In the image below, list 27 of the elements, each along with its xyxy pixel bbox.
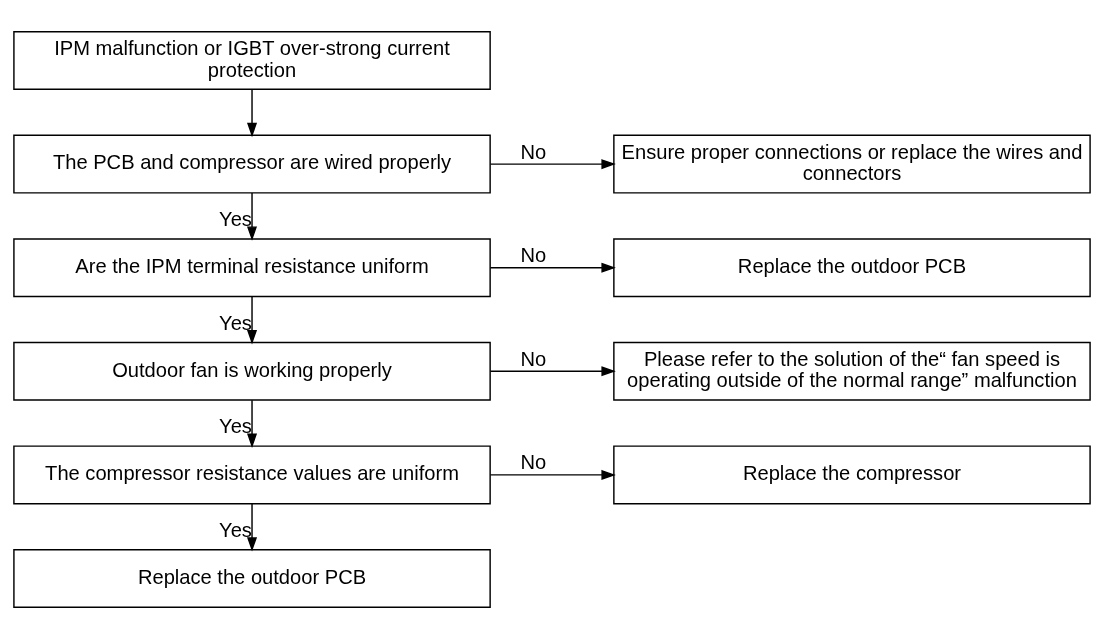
node-box: The PCB and compressor are wired properly: [13, 134, 491, 194]
node-box: Are the IPM terminal resistance uniform: [13, 238, 491, 298]
node-box: Replace the outdoor PCB: [613, 238, 1091, 298]
arrow: [489, 469, 616, 480]
arrow: [489, 366, 616, 377]
node-box: Replace the compressor: [613, 445, 1091, 505]
node-box: Outdoor fan is working properly: [13, 341, 491, 401]
edge-label: No: [520, 347, 547, 370]
arrow: [489, 159, 616, 170]
arrow: [247, 399, 258, 448]
edge-label: Yes: [219, 415, 252, 438]
node-box: Replace the outdoor PCB: [13, 549, 491, 608]
node-box: Please refer to the solution of the“ fan speed is operating outside of the normal range” malfunction: [613, 341, 1091, 401]
edge-label: No: [520, 140, 547, 163]
node-box: The compressor resistance values are uniform: [13, 445, 491, 505]
node-box: Ensure proper connections or replace the wires and connectors: [613, 134, 1091, 194]
arrow: [247, 503, 258, 552]
edge-label: No: [520, 451, 547, 474]
arrow: [247, 88, 258, 138]
node-box: IPM malfunction or IGBT over-strong current protection: [13, 31, 491, 90]
edge-label: Yes: [219, 208, 252, 231]
arrow: [247, 192, 258, 241]
arrow: [489, 262, 616, 273]
edge-label: No: [520, 244, 547, 267]
arrow: [247, 295, 258, 345]
edge-label: Yes: [219, 311, 252, 334]
edge-label: Yes: [219, 518, 252, 541]
